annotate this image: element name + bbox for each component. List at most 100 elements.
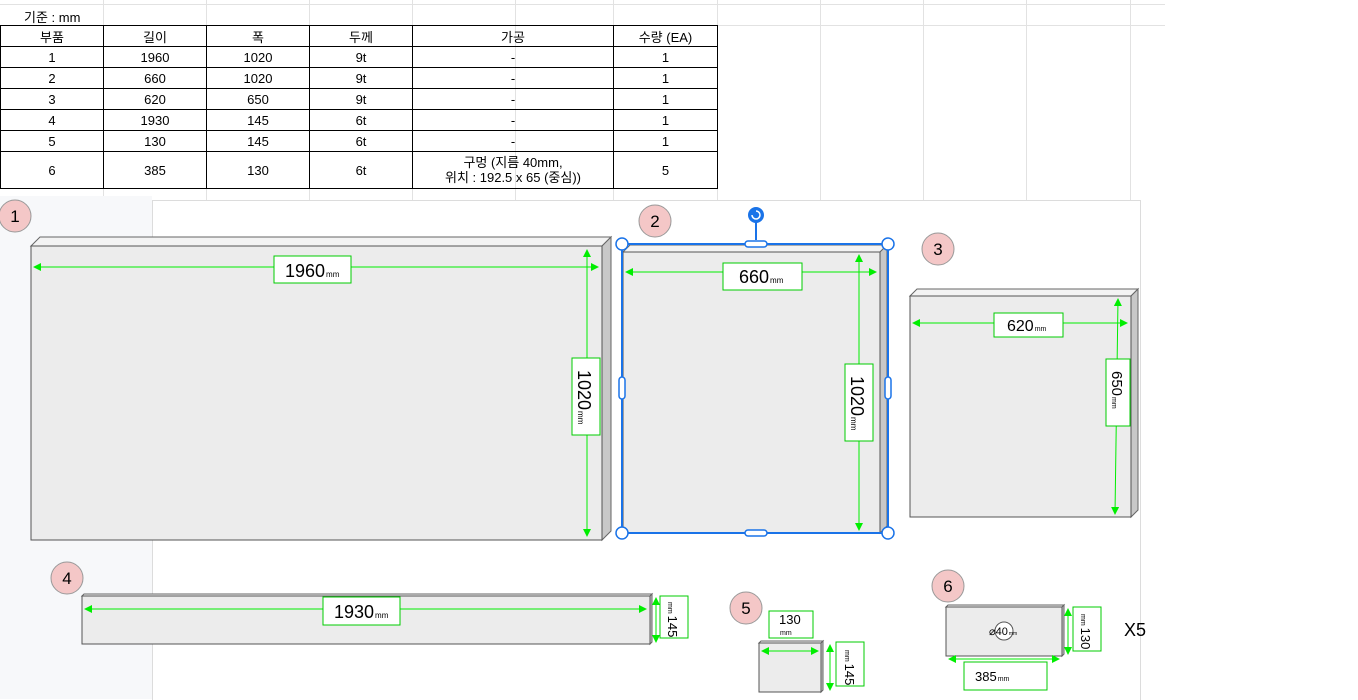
width-unit: mm	[1079, 614, 1086, 626]
panel-face[interactable]	[30, 245, 603, 541]
part-badge-6	[931, 569, 965, 603]
length-value: 385	[975, 669, 997, 684]
width-value: 130	[1078, 628, 1093, 650]
panel-top-edge	[908, 288, 1140, 297]
part-badge-3-label: 3	[933, 240, 942, 259]
cell[interactable]: 130	[206, 151, 310, 189]
quantity-multiplier-label: X5	[1124, 620, 1147, 640]
width-value: 1020	[847, 376, 867, 416]
cell[interactable]: 1020	[206, 67, 310, 89]
length-value: 620	[1007, 318, 1034, 335]
panel-face[interactable]	[622, 251, 881, 534]
resize-handle-e[interactable]	[884, 376, 892, 400]
svg-text:1020mm: 1020mm	[574, 370, 594, 425]
cell[interactable]: 6	[0, 151, 104, 189]
width-label-box	[571, 357, 601, 436]
width-value: 650	[1108, 371, 1125, 396]
svg-text:1930mm: 1930mm	[334, 602, 389, 622]
width-unit: mm	[666, 602, 673, 614]
part-4[interactable]: 4 1930mm mm145	[50, 561, 689, 646]
svg-text:660mm: 660mm	[739, 267, 784, 287]
length-unit: mm	[1035, 326, 1047, 333]
svg-text:1020mm: 1020mm	[847, 376, 867, 431]
part-badge-2	[638, 204, 672, 238]
length-unit: mm	[375, 611, 389, 620]
length-label-box	[963, 661, 1048, 691]
width-unit: mm	[849, 417, 858, 431]
part-badge-1-label: 1	[10, 207, 19, 226]
cell[interactable]: 5	[613, 151, 718, 189]
svg-text:mm130: mm 130	[1078, 614, 1093, 649]
part-badge-6-label: 6	[943, 577, 952, 596]
rotate-arrow-icon	[751, 210, 761, 220]
length-label-box	[722, 262, 803, 291]
unit-basis-label: 기준 : mm	[24, 10, 81, 25]
cell[interactable]: 650	[206, 88, 310, 110]
hole-marker	[994, 621, 1014, 641]
width-label-box	[659, 595, 689, 639]
resize-handle-nw[interactable]	[615, 237, 629, 251]
length-value: 130	[779, 612, 801, 627]
cell[interactable]: 1020	[206, 46, 310, 68]
svg-text:mm145: mm 145	[665, 602, 680, 637]
part-3[interactable]: 3 620mm 650mm	[908, 232, 1140, 519]
part-badge-4	[50, 561, 84, 595]
part-2[interactable]: 2 660mm 1020mm	[615, 204, 895, 540]
panel-side-edge	[1130, 287, 1139, 519]
part-1[interactable]: 1 1960mm 1020mm	[0, 199, 613, 542]
resize-handle-w[interactable]	[618, 376, 626, 400]
resize-handle-s[interactable]	[744, 529, 768, 537]
svg-text:650mm: 650mm	[1108, 371, 1125, 409]
panel-side-edge	[601, 235, 612, 542]
length-value: 1930	[334, 602, 374, 622]
length-label-box	[273, 255, 352, 284]
width-label-box	[835, 641, 865, 687]
part-6[interactable]: 6 ⌀40mm 385mm mm130	[931, 569, 1102, 691]
part-badge-5	[729, 591, 763, 625]
length-unit: mm	[780, 630, 792, 637]
width-unit: mm	[843, 650, 850, 662]
resize-handle-sw[interactable]	[615, 526, 629, 540]
part-badge-2-label: 2	[650, 212, 659, 231]
part-badge-4-label: 4	[62, 569, 71, 588]
rotate-handle-icon[interactable]	[748, 207, 764, 223]
part-5[interactable]: 5 130 mm mm 145	[729, 591, 865, 694]
part-badge-5-label: 5	[741, 599, 750, 618]
cell[interactable]: 6t	[309, 151, 413, 189]
svg-text:620mm: 620mm	[1007, 318, 1047, 335]
cell[interactable]: 660	[103, 67, 207, 89]
length-unit: mm	[998, 676, 1010, 683]
cell[interactable]: 1930	[103, 109, 207, 131]
cell[interactable]: 385	[103, 151, 207, 189]
width-unit: mm	[1110, 397, 1117, 409]
width-value: 1020	[574, 370, 594, 410]
width-value: 145	[842, 664, 857, 686]
resize-handle-se[interactable]	[881, 526, 895, 540]
width-label-box	[844, 363, 874, 442]
svg-text:mm145: mm 145	[842, 650, 857, 685]
width-label-box	[1072, 606, 1102, 652]
length-label-box	[322, 596, 401, 626]
resize-handle-n[interactable]	[744, 240, 768, 248]
panel-face[interactable]	[758, 642, 822, 693]
header-processing[interactable]: 가공	[412, 25, 614, 47]
svg-text:385mm: 385mm	[975, 669, 1010, 684]
part-badge-3	[921, 232, 955, 266]
svg-text:1960mm: 1960mm	[285, 261, 340, 281]
svg-text:⌀40mm: ⌀40mm	[989, 626, 1017, 638]
part-badge-1	[0, 199, 32, 233]
length-label-box	[768, 610, 814, 639]
resize-handle-ne[interactable]	[881, 237, 895, 251]
width-value: 145	[665, 616, 680, 638]
length-value: 660	[739, 267, 769, 287]
length-unit: mm	[770, 276, 784, 285]
length-unit: mm	[326, 270, 340, 279]
length-value: 1960	[285, 261, 325, 281]
length-label-box	[993, 312, 1064, 338]
hole-unit: mm	[1009, 631, 1017, 637]
